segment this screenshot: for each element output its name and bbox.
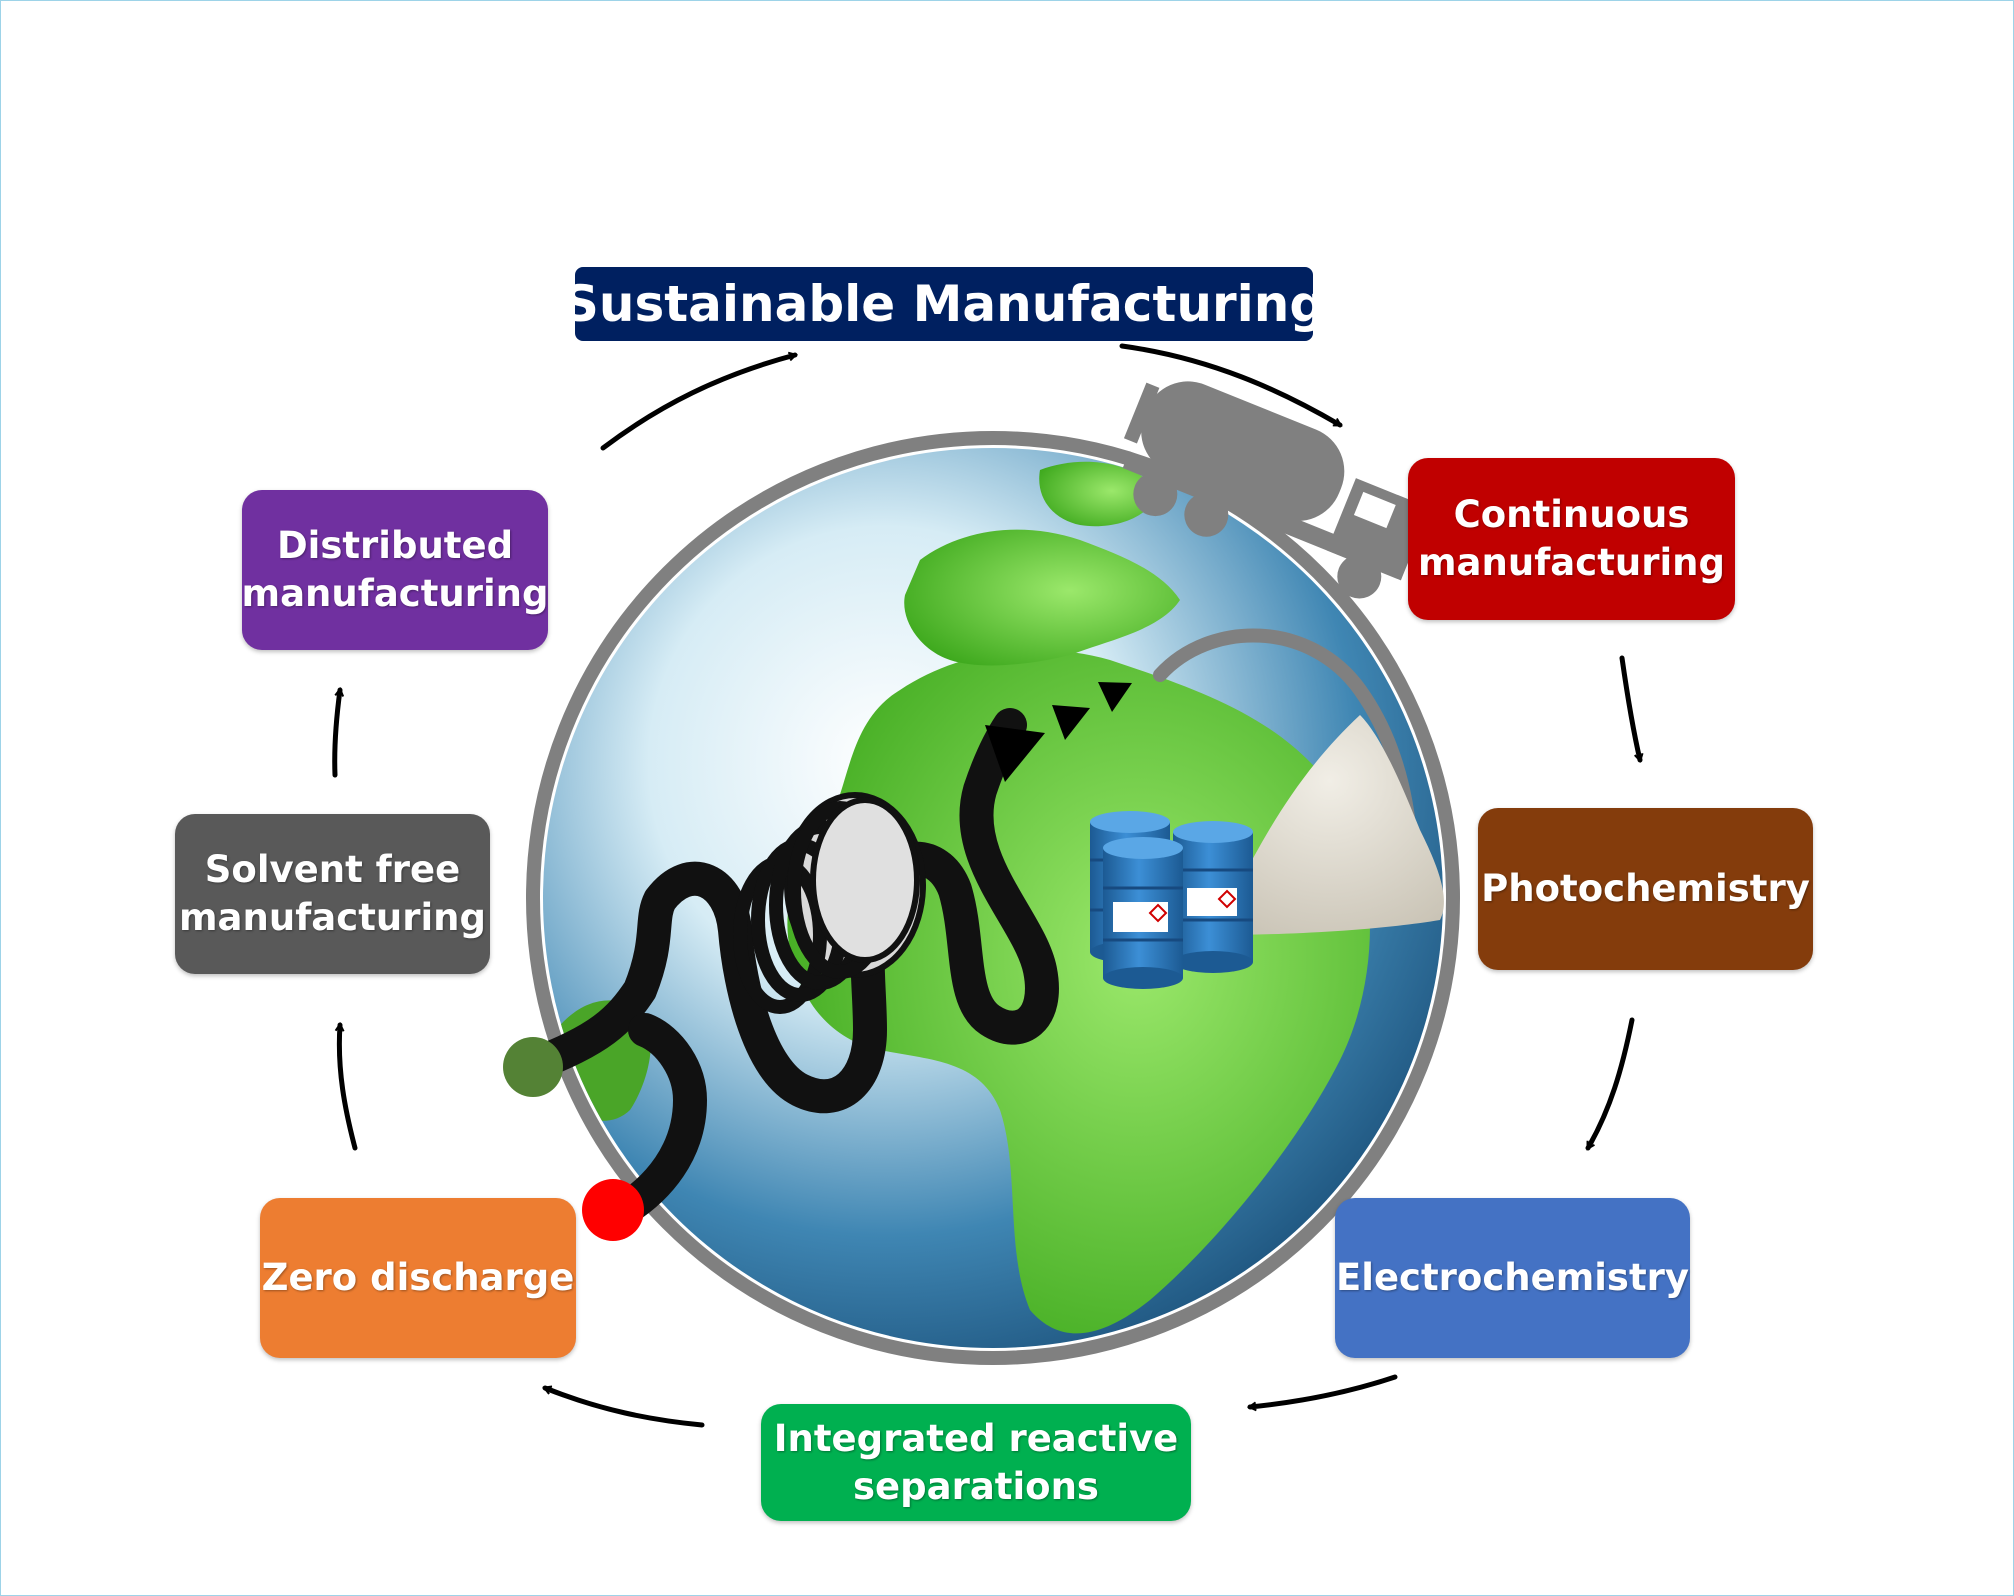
- coil-reactor-icon: [503, 682, 1132, 1241]
- chemical-drums-icon: [1090, 811, 1253, 989]
- inlet-dot: [503, 1037, 563, 1097]
- node-zero-discharge: Zero discharge: [260, 1198, 576, 1358]
- cycle-arrows: [332, 343, 1640, 1428]
- arrow-zero-to-solvent: [339, 1025, 358, 1151]
- node-solvent-free-manufacturing: Solvent free manufacturing: [175, 814, 490, 974]
- node-distributed-manufacturing: Distributed manufacturing: [242, 490, 549, 650]
- diagram-title: Sustainable Manufacturing: [563, 267, 1325, 341]
- powder-pile-icon: [1215, 715, 1444, 935]
- arrow-integrated-to-zero: [545, 1385, 705, 1428]
- tanker-truck-icon: [1122, 381, 1416, 599]
- outlet-dot: [582, 1179, 644, 1241]
- arrow-title-to-continuous: [1119, 343, 1340, 428]
- flow-arrowhead-1: [985, 725, 1045, 782]
- node-electrochemistry: Electrochemistry: [1335, 1198, 1690, 1358]
- continent-europe: [904, 529, 1180, 666]
- globe-ring: [526, 431, 1460, 1365]
- arrow-electrochemistry-to-integrated: [1250, 1374, 1398, 1407]
- coil-icon: [733, 792, 926, 1014]
- reactor-tube-outlet: [598, 1013, 708, 1232]
- arrow-continuous-to-photochemistry: [1619, 655, 1640, 760]
- node-photochemistry: Photochemistry: [1478, 808, 1813, 970]
- arrow-distributed-to-title: [600, 355, 795, 451]
- arrow-photochemistry-to-electrochemistry: [1585, 1017, 1635, 1148]
- arrow-solvent-to-distributed: [332, 690, 340, 778]
- flow-arrowhead-3: [1098, 682, 1132, 712]
- continent-scandinavia: [1039, 461, 1160, 527]
- node-integrated-reactive-separations: Integrated reactive separations: [761, 1404, 1191, 1521]
- node-continuous-manufacturing: Continuous manufacturing: [1408, 458, 1735, 620]
- continent-africa: [787, 650, 1370, 1334]
- flow-arrowhead-2: [1052, 705, 1090, 740]
